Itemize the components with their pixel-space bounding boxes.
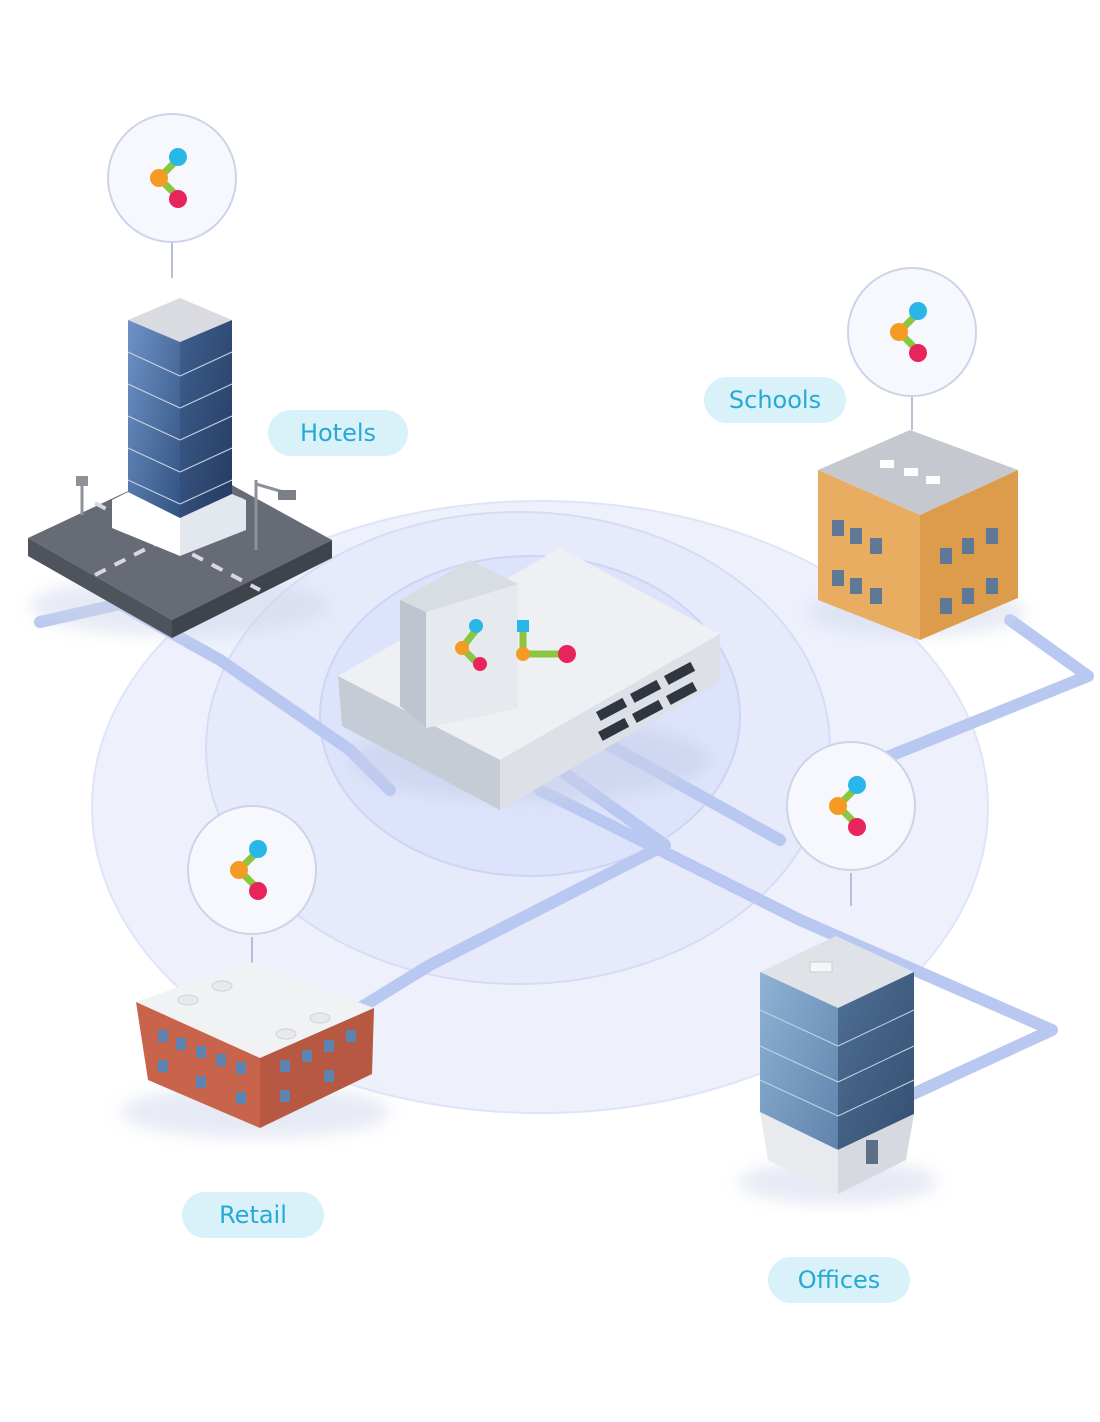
network-node-logo-icon: [890, 302, 927, 362]
network-node-logo-icon: [829, 776, 866, 836]
logo-circle-offices: [786, 741, 916, 871]
switch-logo-icon: [455, 619, 487, 671]
logo-circle-hotels: [107, 113, 237, 243]
network-node-logo-icon: [230, 840, 267, 900]
office-building: [738, 936, 938, 1204]
retail-building: [120, 962, 390, 1138]
logo-circle-schools: [847, 267, 977, 397]
hotel-building: [28, 298, 332, 638]
logo-circle-retail: [187, 805, 317, 935]
label-retail: Retail: [182, 1192, 324, 1238]
label-schools: Schools: [704, 377, 846, 423]
label-offices: Offices: [768, 1257, 910, 1303]
school-building: [806, 430, 1026, 640]
label-hotels: Hotels: [268, 410, 408, 456]
switch-connector-icon: [516, 620, 576, 663]
network-node-logo-icon: [150, 148, 187, 208]
